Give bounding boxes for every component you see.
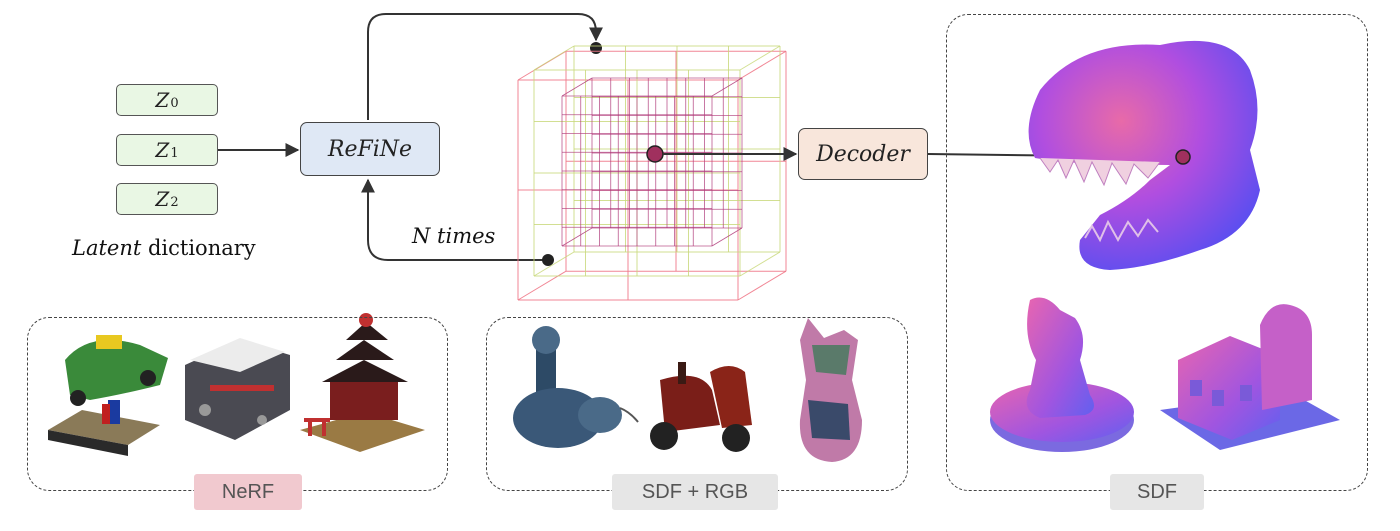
latent-caption-italic: Latent [72, 236, 142, 260]
sdf-rgb-group [486, 317, 908, 491]
house-sdf-image [1160, 304, 1340, 450]
refine-box: ReFiNe [300, 122, 440, 176]
dog-rgb-image [799, 318, 862, 462]
nerf-group [27, 317, 448, 491]
sdf-tag: SDF [1110, 474, 1204, 510]
arrow-refine-to-grid [367, 13, 603, 120]
pagoda-nerf-image [300, 313, 425, 452]
latent-z2-sub: 2 [170, 194, 179, 210]
scooter-rgb-image [650, 362, 752, 452]
latent-z0-sub: 0 [170, 95, 179, 111]
lego-nerf-image [48, 335, 168, 456]
grid-exit-dot [542, 254, 554, 266]
engine-nerf-image [185, 338, 290, 440]
query-point [646, 145, 664, 163]
latent-z0-symbol: Z [155, 88, 170, 112]
sdf-rgb-tag: SDF + RGB [612, 474, 778, 510]
loop-label: N times [412, 224, 496, 248]
nerf-tag: NeRF [194, 474, 302, 510]
octree-grid [517, 45, 787, 301]
statue-sdf-image [990, 297, 1134, 452]
decoder-label: Decoder [816, 141, 910, 167]
latent-z1-symbol: Z [155, 138, 170, 162]
sdf-group [946, 14, 1368, 491]
latent-caption-rest: dictionary [141, 236, 256, 260]
latent-z1-sub: 1 [170, 145, 179, 161]
latent-dictionary-caption: Latent dictionary [72, 236, 256, 260]
refine-label: ReFiNe [327, 136, 413, 162]
faucet-rgb-image [513, 326, 639, 448]
arrow-grid-to-refine [361, 178, 548, 261]
latent-z2-symbol: Z [155, 187, 170, 211]
grid-entry-dot [590, 42, 602, 54]
decoder-box: Decoder [798, 128, 928, 180]
dinosaur-sdf-image [1028, 40, 1260, 271]
